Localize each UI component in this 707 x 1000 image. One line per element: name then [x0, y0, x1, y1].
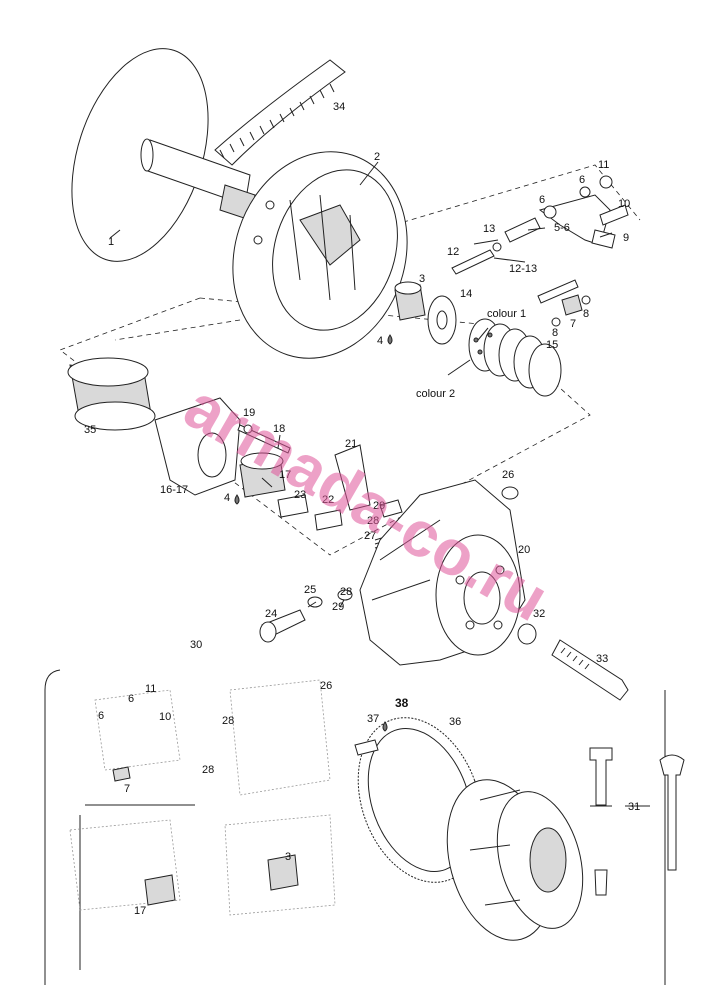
callout-27: 27 — [364, 530, 376, 542]
callout-10: 10 — [618, 198, 630, 210]
callout-4: 4 — [224, 492, 230, 504]
callout-4: 4 — [377, 335, 383, 347]
callout-29: 29 — [332, 601, 344, 613]
detail-callout-7: 7 — [124, 783, 130, 795]
callout-28: 28 — [367, 515, 379, 527]
leader-lines — [109, 161, 650, 807]
callout-37: 37 — [367, 713, 379, 725]
callout-26: 26 — [502, 469, 514, 481]
callout-33: 33 — [596, 653, 608, 665]
callout-31: 31 — [628, 801, 640, 813]
callout-22: 22 — [322, 494, 334, 506]
callout-8: 8 — [552, 327, 558, 339]
callout-6: 6 — [539, 194, 545, 206]
detail-callout-6: 6 — [98, 710, 104, 722]
callout-24: 24 — [265, 608, 277, 620]
callout-12-13: 12-13 — [509, 263, 537, 275]
callout-11: 11 — [598, 159, 609, 171]
callout-labels: 1 2 3 4 5-6 6 6 7 8 8 9 10 11 12 12-13 1… — [84, 101, 640, 917]
lever-assembly — [538, 175, 629, 249]
callout-35: 35 — [84, 424, 96, 436]
callout-6: 6 — [579, 174, 585, 186]
detail-sketches — [69, 679, 336, 916]
detail-callout-28: 28 — [222, 715, 234, 727]
callout-12: 12 — [447, 246, 459, 258]
callout-18: 18 — [273, 423, 285, 435]
fasteners — [259, 486, 629, 701]
spring — [468, 318, 562, 397]
bushing-35 — [67, 357, 156, 431]
detail-callout-3: 3 — [285, 851, 291, 863]
callout-14: 14 — [460, 288, 472, 300]
callout-2: 2 — [374, 151, 380, 163]
callout-5-6: 5-6 — [554, 222, 570, 234]
callout-colour-2: colour 2 — [416, 388, 455, 400]
callout-8: 8 — [583, 308, 589, 320]
callout-32: 32 — [533, 608, 545, 620]
detail-callout-17: 17 — [134, 905, 146, 917]
callout-21: 21 — [345, 438, 357, 450]
callout-19: 19 — [243, 407, 255, 419]
callout-34: 34 — [333, 101, 345, 113]
callout-30: 30 — [190, 639, 202, 651]
grease-drop-icon — [234, 334, 393, 505]
callout-7: 7 — [570, 318, 576, 330]
drive-belt — [214, 59, 346, 166]
bushing-and-washer — [394, 281, 457, 345]
detail-callout-28: 28 — [202, 764, 214, 776]
callout-15: 15 — [546, 339, 558, 351]
callout-28: 28 — [340, 586, 352, 598]
callout-16-17: 16-17 — [160, 484, 188, 496]
callout-13: 13 — [483, 223, 495, 235]
callout-colour-1: colour 1 — [487, 308, 526, 320]
callout-25: 25 — [304, 584, 316, 596]
callout-20: 20 — [518, 544, 530, 556]
callout-3: 3 — [419, 273, 425, 285]
callout-29: 29 — [373, 500, 385, 512]
detail-panel — [44, 669, 666, 985]
callout-9: 9 — [623, 232, 629, 244]
drive-housing — [232, 151, 408, 359]
callout-17: 17 — [279, 469, 291, 481]
detail-callout-11: 11 — [145, 683, 156, 695]
callout-36: 36 — [449, 716, 461, 728]
detail-callout-6: 6 — [128, 693, 134, 705]
callout-38: 38 — [395, 696, 409, 710]
cam-weight — [277, 444, 403, 553]
callout-1: 1 — [108, 236, 114, 248]
governor-cup — [154, 397, 291, 498]
callout-23: 23 — [294, 489, 306, 501]
detail-callout-10: 10 — [159, 711, 171, 723]
detail-callout-26: 26 — [320, 680, 332, 692]
bolts-31 — [589, 747, 685, 896]
pins-and-rollers — [451, 217, 591, 327]
clutch-drum — [446, 779, 584, 941]
movable-sheave — [359, 479, 526, 666]
